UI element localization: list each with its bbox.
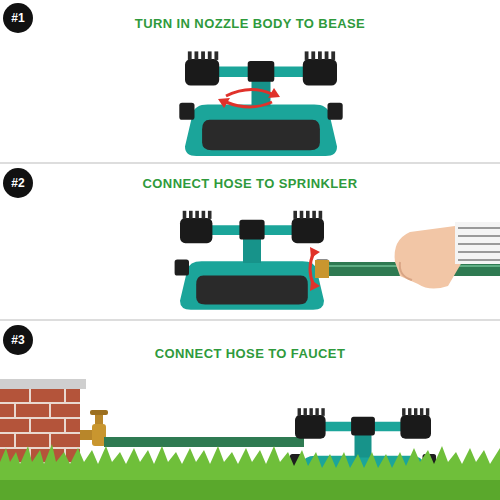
thumb-line (400, 262, 412, 280)
arrow-head (268, 88, 280, 98)
step-number: #3 (11, 333, 24, 347)
step-number: #2 (11, 176, 24, 190)
rotate-arrow (226, 102, 272, 107)
panel-divider (0, 162, 500, 164)
step-badge: #3 (3, 325, 33, 355)
wall-cap (0, 379, 86, 389)
faucet-handle (90, 410, 108, 415)
step-number: #1 (11, 11, 24, 25)
arrow-head (218, 98, 230, 108)
sleeve-stripes (458, 228, 500, 260)
faucet-pipe (80, 430, 94, 440)
step-badge: #2 (3, 168, 33, 198)
hand (395, 226, 462, 289)
step-title: CONNECT HOSE TO FAUCET (40, 346, 460, 361)
grass (0, 444, 500, 500)
sprinkler (175, 211, 330, 310)
sleeve (455, 222, 500, 264)
step-title: TURN IN NOZZLE BODY TO BEASE (40, 16, 460, 31)
sprinkler (179, 51, 342, 156)
brass-coupling (315, 260, 329, 278)
arrow-head (310, 280, 320, 291)
rotate-arrow (226, 89, 272, 96)
faucet-stem (95, 414, 103, 424)
panel-divider (0, 319, 500, 321)
arrow-head (310, 247, 320, 258)
step-title: CONNECT HOSE TO SPRINKLER (40, 176, 460, 191)
grass-shade (0, 480, 500, 500)
faucet-body (92, 424, 106, 446)
step-badge: #1 (3, 3, 33, 33)
garden-hose (104, 437, 304, 447)
